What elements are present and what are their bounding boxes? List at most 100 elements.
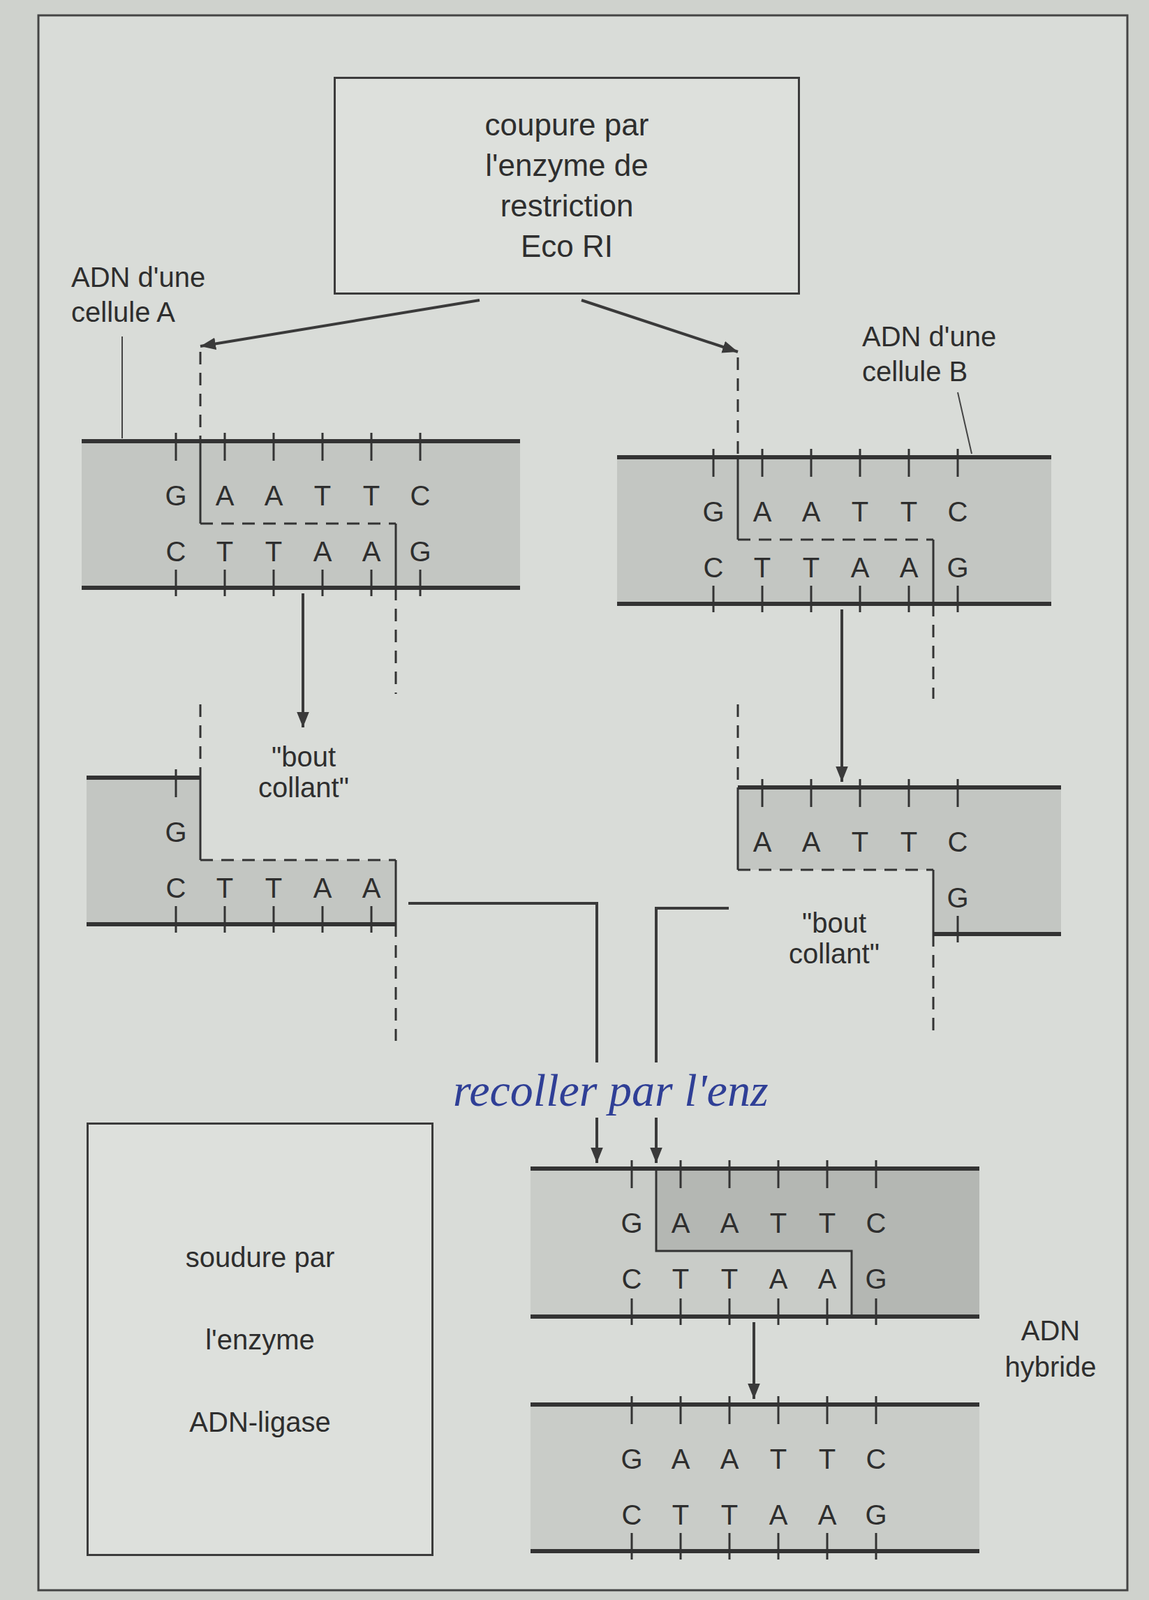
text-slot: "bout collant" [767,907,901,969]
base-letter: C [621,1500,643,1529]
text-slot: ADN d'une cellule A [71,259,246,330]
base-letter: T [216,873,234,902]
dna-label: ADN d'une cellule A [71,259,246,330]
text-slot: T [252,530,295,573]
figure-frame [38,15,1128,1591]
dna-strand [86,777,396,925]
hybrid-dna: ADN hybrideGAATTCCTTAAG [530,1168,980,1317]
base-letter: T [818,1209,836,1237]
dna-shading [86,777,396,925]
text-slot: T [887,820,930,863]
box-text: soudure par l'enzyme ADN-ligase [180,1216,341,1464]
dna-label: "bout collant" [233,741,374,803]
process-box: coupure par l'enzyme de restriction Eco … [333,76,800,295]
text-slot: T [839,490,881,533]
base-letter: G [702,497,724,526]
base-letter: T [721,1264,738,1293]
text-slot: T [659,1257,702,1300]
text-slot: A [708,1202,751,1244]
base-letter: C [866,1209,887,1237]
text-slot: T [659,1493,702,1536]
text-slot: T [708,1257,751,1300]
text-slot: A [806,1493,849,1536]
text-slot: T [350,474,393,517]
text-slot: "bout collant" [233,741,374,803]
base-letter: A [671,1444,691,1473]
flow-arrow [581,300,738,352]
text-slot: ADN hybride [984,1312,1117,1385]
text-slot: T [806,1437,849,1480]
text-slot: A [252,474,295,517]
flow-arrow [656,908,729,1163]
base-letter: A [818,1500,837,1529]
base-letter: G [409,537,431,566]
leader-line [957,392,972,454]
dna-shading [737,787,1062,934]
cut-line [200,351,396,694]
base-letter: G [864,1264,887,1293]
cut-step [737,457,934,604]
base-letter: T [802,553,820,582]
cut-line [737,357,934,699]
base-letter: A [264,481,284,510]
text-slot: A [350,530,393,573]
base-letter: A [215,481,235,510]
text-slot: G [610,1202,653,1244]
text-slot: A [757,1493,800,1536]
base-tick [631,1160,877,1325]
base-letter: C [166,873,187,902]
text-slot: C [855,1202,898,1244]
leader-line [121,336,123,439]
text-slot: G [154,811,197,854]
dna-fragment: "bout collant"GCTTAA [86,732,403,925]
dna-strand [530,1404,980,1552]
text-slot: C [692,546,735,589]
text-slot: A [741,820,784,863]
text-slot: A [757,1257,800,1300]
text-slot: A [350,866,393,909]
text-slot: G [936,546,979,589]
text-slot: C [936,820,979,863]
flow-arrow [408,903,597,1163]
base-letter: A [769,1500,789,1529]
text-slot: C [936,490,979,533]
base-letter: A [362,873,382,902]
text-slot: G [855,1257,898,1300]
text-slot: T [203,866,246,909]
base-letter: T [753,553,771,582]
base-letter: T [265,537,283,566]
text-slot: A [839,546,881,589]
text-slot: G [692,490,735,533]
cut-step [200,441,396,588]
base-letter: A [818,1264,837,1293]
dna-strand [617,457,1052,604]
base-letter: G [164,818,187,847]
text-slot: G [855,1493,898,1536]
dna-molecule: ADN d'une cellule AGAATTCCTTAAG [81,351,521,588]
base-letter: G [946,553,969,582]
text-slot: A [741,490,784,533]
base-letter: T [769,1444,787,1473]
base-tick [713,448,958,613]
cut-line [200,704,396,1041]
text-slot: T [806,1202,849,1244]
dna-shading [530,1168,980,1317]
insert-shading [656,1168,980,1317]
text-slot: A [806,1257,849,1300]
text-slot: C [610,1493,653,1536]
text-slot: C [855,1437,898,1480]
text-slot: A [301,866,344,909]
text-slot: A [301,530,344,573]
text-slot: T [252,866,295,909]
text-slot: recoller par l'enz [448,1062,773,1118]
dna-molecule: GAATTCCTTAAG [530,1404,980,1552]
base-letter: G [620,1444,643,1473]
text-slot: T [757,1202,800,1244]
text-slot: A [203,474,246,517]
base-letter: A [720,1209,740,1237]
junction-step [656,1168,852,1317]
base-letter: G [620,1209,643,1237]
flow-arrow [200,300,480,347]
text-slot: T [757,1437,800,1480]
base-letter: T [851,827,869,856]
